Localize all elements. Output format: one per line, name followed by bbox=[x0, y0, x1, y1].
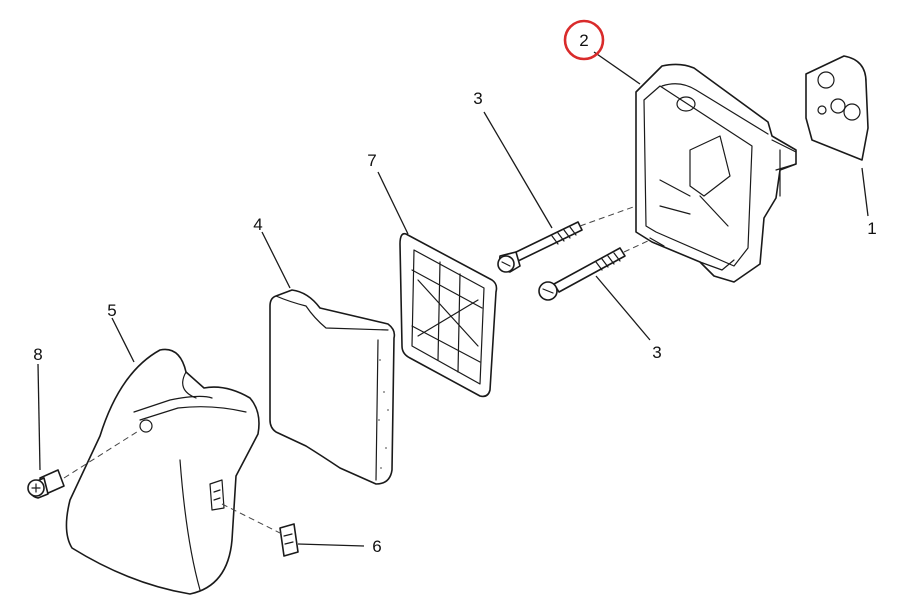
leader-7 bbox=[377, 171, 409, 235]
clip-part-6 bbox=[279, 523, 299, 557]
bolt-upper-path bbox=[579, 205, 637, 227]
clip-path bbox=[221, 503, 283, 535]
leader-3-upper bbox=[483, 111, 553, 229]
screw-path bbox=[63, 429, 141, 479]
callout-5: 5 bbox=[107, 301, 116, 320]
leader-4 bbox=[261, 231, 291, 289]
leader-6 bbox=[297, 543, 365, 547]
callout-6: 6 bbox=[372, 537, 381, 556]
callout-3-upper: 3 bbox=[473, 89, 482, 108]
gasket-part-1 bbox=[805, 55, 869, 217]
grid-part-7 bbox=[399, 232, 498, 398]
cover-part-5 bbox=[65, 348, 260, 595]
highlight-circle bbox=[563, 19, 605, 61]
filter-element-part-4 bbox=[269, 289, 396, 485]
leader-2 bbox=[593, 51, 641, 85]
callout-1: 1 bbox=[867, 219, 876, 238]
bolt-lower-part-3 bbox=[538, 247, 626, 301]
callout-2: 2 bbox=[579, 31, 588, 50]
leader-3-lower bbox=[595, 275, 651, 341]
callout-8: 8 bbox=[33, 345, 42, 364]
screw-part-8 bbox=[27, 469, 65, 499]
bolt-lower-path bbox=[623, 239, 651, 253]
callout-7: 7 bbox=[367, 151, 376, 170]
bolt-upper-part-3 bbox=[497, 221, 583, 273]
leader-5 bbox=[111, 317, 135, 363]
leader-8 bbox=[37, 363, 41, 471]
callout-4: 4 bbox=[253, 215, 262, 234]
case-part-2 bbox=[635, 63, 797, 283]
callout-3-lower: 3 bbox=[652, 343, 661, 362]
